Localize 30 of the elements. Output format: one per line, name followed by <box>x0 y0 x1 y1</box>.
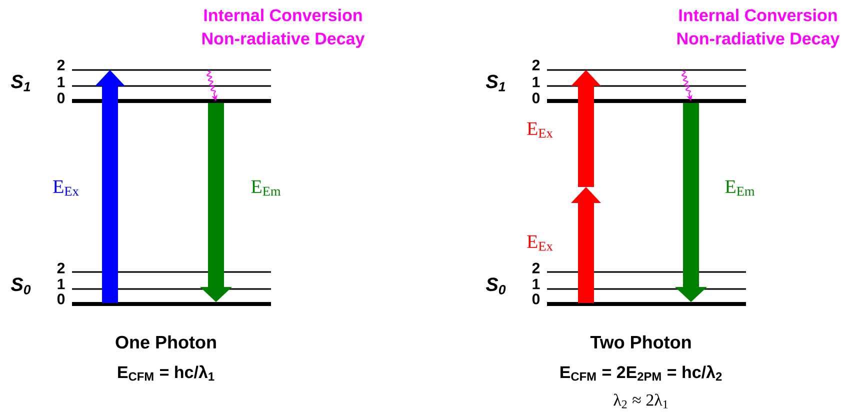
state-label: S$_{1}$ <box>486 74 506 92</box>
level-number: 0 <box>57 92 65 104</box>
level-number: 0 <box>57 294 65 304</box>
equation: λ$_{2}$ ≈ 2λ$_{1}$ <box>614 394 668 408</box>
annotation-text: Internal Conversion <box>679 8 837 22</box>
level-number: 0 <box>532 92 540 104</box>
panel-title: Two Photon <box>590 335 691 349</box>
energy-label: E$_{Ex}$ <box>527 122 553 138</box>
level-number: 1 <box>58 76 65 88</box>
level-number: 2 <box>532 60 540 70</box>
level-number: 1 <box>58 278 65 290</box>
level-number: 2 <box>57 60 65 70</box>
level-number: 1 <box>532 278 540 290</box>
energy-label: E$_{Ex}$ <box>53 180 79 196</box>
annotation-text: Non-radiative Decay <box>202 32 365 48</box>
level-number: 1 <box>532 76 540 88</box>
level-number: 2 <box>532 262 540 274</box>
state-label: S$_{0}$ <box>10 278 31 294</box>
annotation-text: Non-radiative Decay <box>677 32 840 48</box>
level-number: 0 <box>532 294 540 304</box>
level-number: 2 <box>57 262 65 274</box>
energy-label: E$_{Em}$ <box>251 180 281 196</box>
equation: E$_{CFM}$ = 2E$_{2PM}$ = hc/λ$_{2}$ <box>560 365 722 381</box>
state-label: S$_{1}$ <box>10 74 30 92</box>
panel-title: One Photon <box>116 335 216 349</box>
energy-label: E$_{Ex}$ <box>527 235 553 251</box>
equation: E$_{CFM}$ = hc/λ$_{1}$ <box>118 365 214 381</box>
annotation-text: Internal Conversion <box>204 8 362 22</box>
energy-label: E$_{Em}$ <box>725 180 755 196</box>
state-label: S$_{0}$ <box>486 278 506 294</box>
